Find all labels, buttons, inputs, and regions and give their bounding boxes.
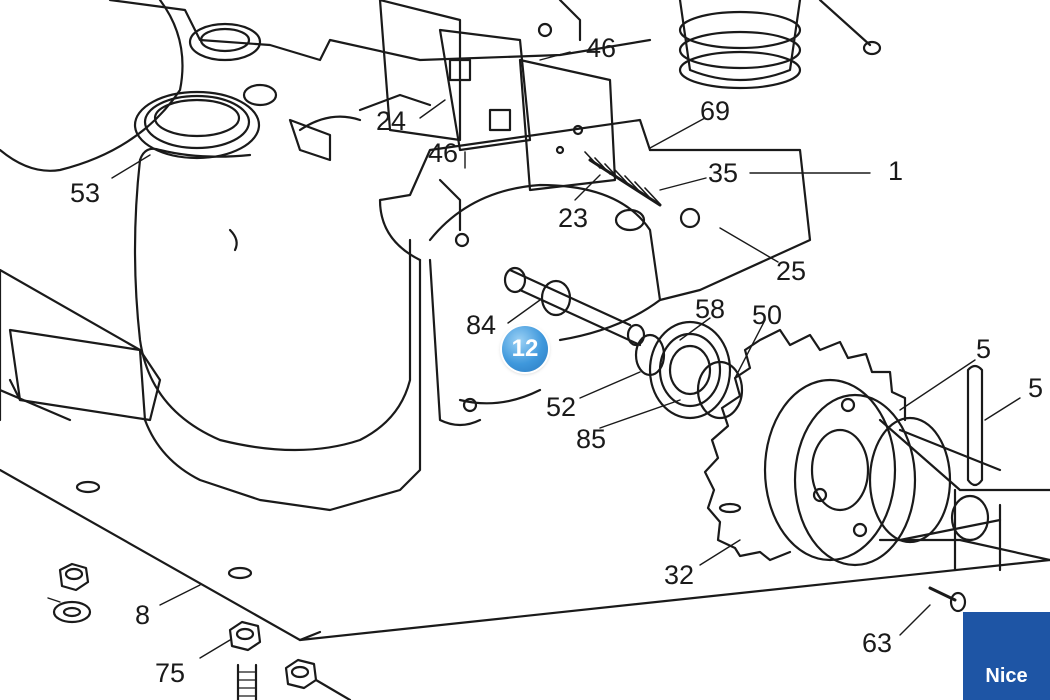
motor-cover [0, 0, 184, 172]
brand-logo: Nice [963, 612, 1050, 700]
part-label-23: 23 [558, 203, 589, 233]
part-label-85: 85 [576, 424, 607, 454]
part-label-52: 52 [546, 392, 577, 422]
part-label-46-lower: 46 [428, 138, 459, 168]
gearbox-housing [0, 0, 812, 512]
part-label-25: 25 [776, 256, 807, 286]
nut-washer-left [52, 562, 92, 624]
callout-badge: 12 [502, 326, 548, 372]
part-label-24: 24 [376, 106, 407, 136]
part-label-46-upper: 46 [586, 33, 617, 63]
part-label-58: 58 [695, 294, 726, 324]
part-label-75: 75 [155, 658, 186, 688]
part-label-69: 69 [700, 96, 731, 126]
part-label-50: 50 [752, 300, 783, 330]
limit-switch [378, 0, 462, 142]
key [966, 364, 984, 487]
part-label-84: 84 [466, 310, 497, 340]
part-label-32: 32 [664, 560, 695, 590]
nut-stud [228, 620, 262, 700]
part-label-53: 53 [70, 178, 101, 208]
oil-reservoir [133, 158, 412, 452]
part-label-35: 35 [708, 158, 739, 188]
part-label-8: 8 [135, 600, 151, 630]
pulley [678, 0, 802, 82]
output-shaft [878, 418, 1050, 562]
part-label-1: 1 [888, 156, 904, 186]
part-label-5-b: 5 [1028, 373, 1044, 403]
part-label-5-a: 5 [976, 334, 992, 364]
nut-right [284, 658, 352, 700]
motor-flange [428, 183, 662, 342]
part-label-63: 63 [862, 628, 893, 658]
spring [588, 158, 662, 207]
bearing [648, 320, 732, 420]
